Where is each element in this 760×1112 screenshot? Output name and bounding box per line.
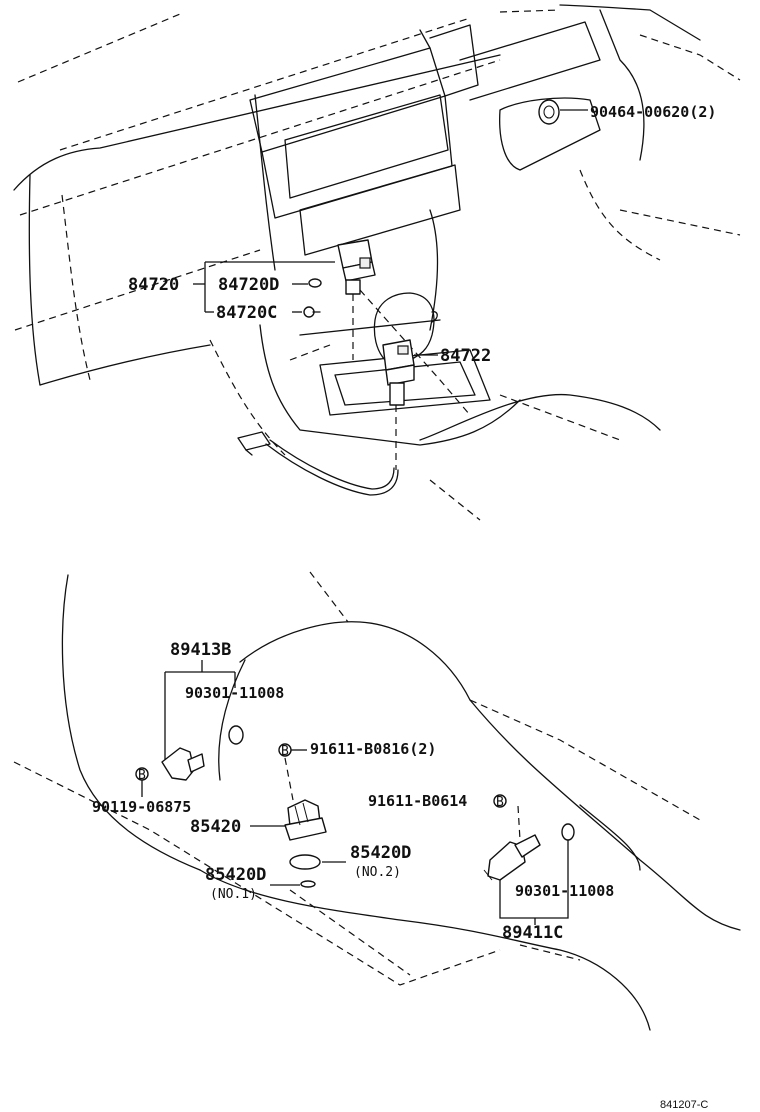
- bolt-mark-b-3: B: [496, 795, 504, 810]
- label-85420: 85420: [190, 817, 241, 837]
- label-no1: (NO.1): [210, 887, 257, 902]
- label-89413B: 89413B: [170, 640, 231, 660]
- bolt-mark-b-2: B: [281, 744, 289, 759]
- bracket-84720: [193, 261, 335, 313]
- dashboard-outline: [13, 4, 741, 521]
- wire-harness: [237, 405, 399, 496]
- label-85420D-no1: 85420D: [205, 865, 266, 885]
- label-no2: (NO.2): [354, 865, 401, 880]
- sensor-89411C: [483, 794, 575, 925]
- label-89411C: 89411C: [502, 923, 563, 943]
- floor-outline: [13, 571, 741, 1031]
- drawing-code: 841207-C: [660, 1099, 708, 1111]
- label-84720D: 84720D: [218, 275, 279, 295]
- switch-84722: [382, 339, 438, 406]
- label-84722: 84722: [440, 346, 491, 366]
- sensor-85420: [250, 743, 346, 888]
- label-84720C: 84720C: [216, 303, 277, 323]
- label-90119-06875: 90119-06875: [92, 798, 191, 816]
- label-91611-B0816: 91611-B0816(2): [310, 740, 436, 758]
- label-91611-B0614: 91611-B0614: [368, 792, 467, 810]
- label-90464-00620: 90464-00620(2): [590, 103, 716, 121]
- bolt-mark-b-1: B: [138, 768, 146, 783]
- label-85420D-no2: 85420D: [350, 843, 411, 863]
- clip-90464: [538, 99, 588, 125]
- label-84720: 84720: [128, 275, 179, 295]
- label-90301-11008-a: 90301-11008: [185, 684, 284, 702]
- sensor-89413B: [135, 660, 244, 797]
- label-90301-11008-b: 90301-11008: [515, 882, 614, 900]
- switch-84720: [303, 239, 376, 360]
